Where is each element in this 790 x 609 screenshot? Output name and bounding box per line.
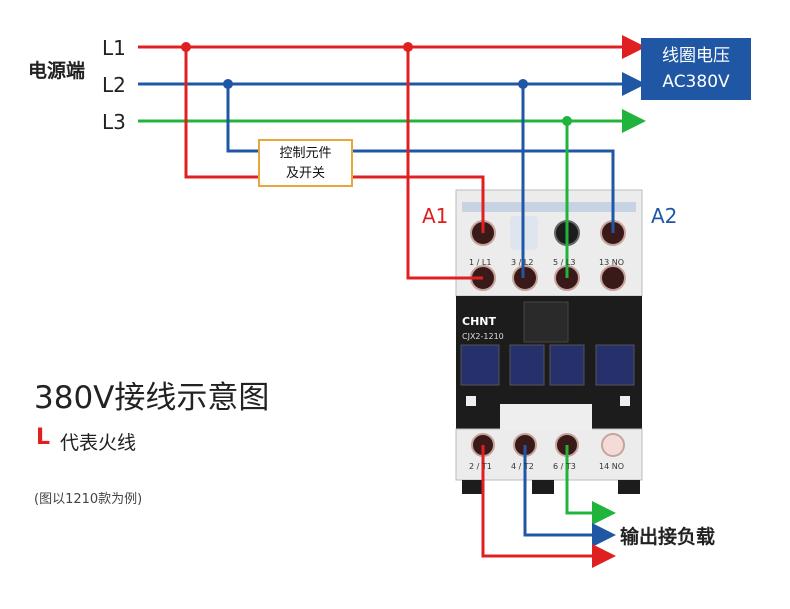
terminal-l2[interactable] — [512, 265, 538, 291]
control-element-line2: 及开关 — [285, 166, 325, 181]
a1-wire — [353, 175, 485, 233]
top-terminal-label: 13 NO — [599, 258, 624, 267]
terminal-14no[interactable] — [601, 433, 625, 457]
model-note: (图以1210款为例) — [34, 492, 143, 507]
bottom-terminal-label: 14 NO — [599, 462, 624, 471]
control-element-box: 控制元件 及开关 — [258, 139, 353, 187]
top-terminal-label: 3 / L2 — [511, 258, 533, 267]
t3-output-wire — [565, 445, 616, 525]
l1-coil-wire — [184, 47, 258, 179]
control-element-line1: 控制元件 — [279, 146, 332, 161]
t2-output-wire — [523, 445, 616, 547]
output-label: 输出接负载 — [620, 526, 716, 548]
supply-label: 电源端 — [28, 60, 86, 82]
coil-voltage-box: 线圈电压 AC380V — [641, 38, 751, 100]
line-l2-label: L2 — [102, 73, 126, 97]
bottom-terminal-label: 4 / T2 — [511, 462, 534, 471]
a2-wire — [353, 149, 615, 233]
l1-main-wire — [406, 47, 483, 280]
a2-label: A2 — [651, 204, 678, 228]
bottom-terminal-label: 6 / T3 — [553, 462, 576, 471]
contactor-model: CJX2-1210 — [462, 332, 504, 341]
line-l3-label: L3 — [102, 110, 126, 134]
diagram-title: 380V接线示意图 — [34, 380, 270, 416]
coil-voltage-title: 线圈电压 — [662, 46, 730, 66]
terminal-13no-lower[interactable] — [600, 265, 626, 291]
t1-output-wire — [481, 445, 616, 568]
bottom-terminal-label: 2 / T1 — [469, 462, 492, 471]
l2-control-wire — [226, 84, 258, 153]
top-terminal-label: 1 / L1 — [469, 258, 491, 267]
contactor-brand: CHNT — [462, 315, 496, 328]
top-terminal-label: 5 / L3 — [553, 258, 575, 267]
legend-symbol: L — [36, 425, 51, 450]
coil-voltage-value: AC380V — [662, 72, 730, 92]
line-l1-label: L1 — [102, 36, 126, 60]
a1-label: A1 — [422, 204, 449, 228]
legend-text: 代表火线 — [60, 432, 137, 454]
